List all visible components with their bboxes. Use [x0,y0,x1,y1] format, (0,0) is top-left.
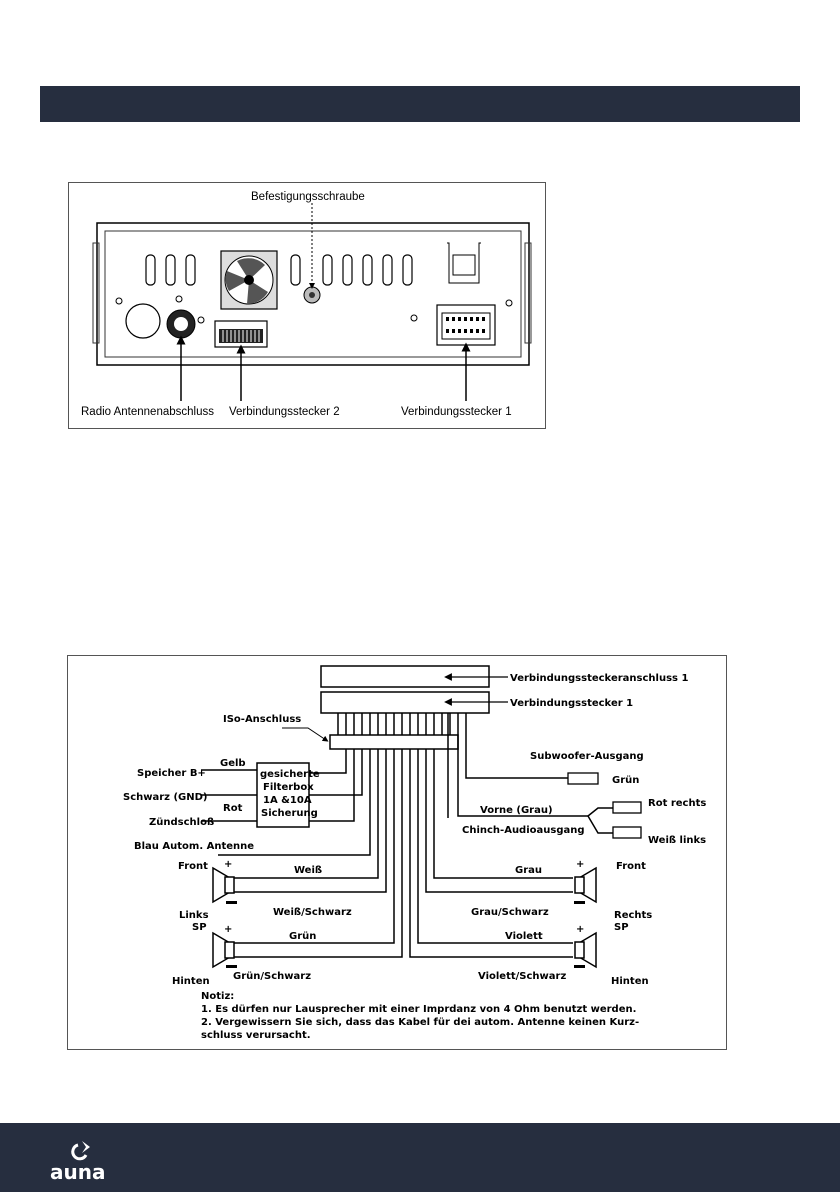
label-antenna: Radio Antennenabschluss [81,406,214,418]
plus-rear-left: + [224,924,232,935]
filter-line-1: gesicherte [260,769,320,780]
fan [220,250,278,310]
label-gruen-schwarz: Grün/Schwarz [233,971,311,982]
filter-box [256,762,310,828]
label-screw: Befestigungsschraube [251,191,365,203]
label-subwoofer: Subwoofer-Ausgang [530,751,644,762]
label-grau: Grau [515,865,542,876]
speaker-rear-right [574,931,597,969]
auna-logo: auna [46,1137,126,1185]
connector-2 [214,320,268,348]
filter-line-3: 1A &10A [263,795,312,806]
filter-line-4: Sicherung [261,808,318,819]
label-connector-1: Verbindungsstecker 1 [510,698,633,709]
rca-red-right [612,801,642,814]
plus-rear-right: + [576,924,584,935]
label-speicher: Speicher B+ [137,768,206,779]
label-front-left: Front [178,861,208,872]
rear-panel-drawing: Befestigungsschraube Radio Antennenabsch… [81,191,532,418]
note-1: 1. Es dürfen nur Lausprecher mit einer I… [201,1004,636,1015]
label-sub-green: Grün [612,775,639,786]
label-connector-1: Verbindungsstecker 1 [401,406,512,418]
label-hinten-right: Hinten [611,976,649,987]
label-gelb: Gelb [220,758,246,769]
label-violett-schwarz: Violett/Schwarz [478,971,566,982]
label-weiss-links: Weiß links [648,835,706,846]
label-weiss-schwarz: Weiß/Schwarz [273,907,352,918]
label-gruen: Grün [289,931,316,942]
note-2a: 2. Vergewissern Sie sich, dass das Kabel… [201,1017,639,1028]
label-weiss: Weiß [294,865,322,876]
label-iso: ISo-Anschluss [223,714,301,725]
wiring-diagram-figure: Verbindungssteckeranschluss 1 Verbindung… [67,655,727,1050]
label-rot: Rot [223,803,243,814]
label-front-right: Front [616,861,646,872]
label-zuend: Zündschloß [149,817,214,828]
iso-block [329,734,459,750]
auna-logo-icon: auna [50,1141,105,1184]
label-grau-schwarz: Grau/Schwarz [471,907,549,918]
label-chinch: Chinch-Audioausgang [462,825,585,836]
speaker-front-right [574,866,597,904]
plus-front-right: + [576,859,584,870]
label-rechts: Rechts [614,910,652,921]
label-links: Links [179,910,209,921]
filter-line-2: Filterbox [263,782,314,793]
connector-1 [436,242,496,346]
label-blau: Blau Autom. Antenne [134,841,254,852]
plus-front-left: + [224,859,232,870]
wiring-diagram: Verbindungssteckeranschluss 1 Verbindung… [123,665,706,1041]
label-rot-rechts: Rot rechts [648,798,706,809]
rca-white-left [612,826,642,839]
section-header-bar [40,86,800,122]
label-hinten-left: Hinten [172,976,210,987]
label-port-1: Verbindungssteckeranschluss 1 [510,673,688,684]
speaker-rear-left [212,931,237,969]
label-rechts-sp: SP [614,922,629,933]
label-violett: Violett [505,931,543,942]
brand-name: auna [50,1160,105,1184]
label-connector-2: Verbindungsstecker 2 [229,406,340,418]
rear-panel-figure: Befestigungsschraube Radio Antennenabsch… [68,182,546,429]
footer-bar: auna [0,1123,840,1192]
label-schwarz: Schwarz (GND) [123,792,208,803]
label-links-sp: SP [192,922,207,933]
round-cover [125,303,161,339]
note-2b: schluss verursacht. [201,1030,311,1041]
speaker-front-left [212,866,237,904]
vent-slots [145,254,413,286]
label-vorne: Vorne (Grau) [480,805,553,816]
note-heading: Notiz: [201,991,234,1002]
rca-sub-green [567,772,599,785]
